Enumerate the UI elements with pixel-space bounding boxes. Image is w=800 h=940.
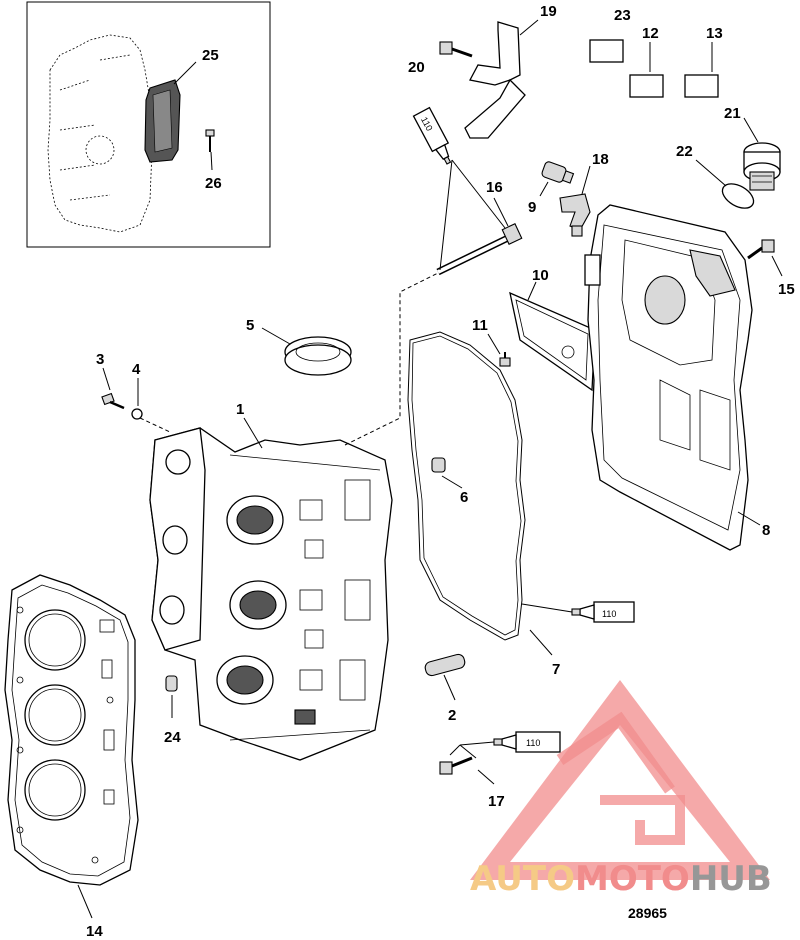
callout-14: 14 [86, 923, 103, 940]
callout-9: 9 [528, 199, 536, 216]
callout-11: 11 [472, 317, 488, 334]
sealant-tube-icon: 110 [571, 601, 635, 623]
decal-part [629, 74, 664, 98]
callout-21: 21 [724, 105, 741, 122]
head-gasket-part [4, 574, 139, 886]
plug-part [541, 161, 575, 184]
callout-12: 12 [642, 25, 659, 42]
callout-1: 1 [236, 401, 244, 418]
callout-25: 25 [202, 47, 219, 64]
callout-5: 5 [246, 317, 254, 334]
callout-26: 26 [205, 175, 222, 192]
bracket-part [464, 21, 526, 139]
callout-19: 19 [540, 3, 557, 20]
callout-24: 24 [164, 729, 181, 746]
callout-22: 22 [676, 143, 693, 160]
automotohub-logo: AUTOMOTOHUB [470, 680, 772, 899]
callout-18: 18 [592, 151, 609, 168]
callout-6: 6 [460, 489, 468, 506]
bolt-icon [205, 129, 215, 152]
bolt-icon [747, 239, 775, 260]
decal-part [684, 74, 719, 98]
bolt-icon [439, 41, 473, 58]
callout-17: 17 [488, 793, 505, 810]
svg-text:110: 110 [602, 609, 616, 619]
elbow-fitting-part [559, 193, 591, 237]
callout-15: 15 [778, 281, 795, 298]
oil-cap-part [743, 142, 781, 191]
screw-icon [499, 352, 511, 367]
cylinder-head-cover-part [584, 204, 753, 551]
seal-ring-part [284, 336, 352, 376]
long-bolt-part [436, 223, 523, 276]
callout-23: 23 [614, 7, 631, 24]
bolt-icon [101, 392, 125, 410]
washer-part [131, 408, 143, 420]
callout-20: 20 [408, 59, 425, 76]
bolt-icon [439, 756, 473, 775]
sealant-tube-icon: 110 [493, 731, 561, 753]
callout-2: 2 [448, 707, 456, 724]
callout-16: 16 [486, 179, 503, 196]
callout-3: 3 [96, 351, 104, 368]
callout-7: 7 [552, 661, 560, 678]
svg-text:AUTOMOTOHUB: AUTOMOTOHUB [470, 859, 772, 899]
reference-number: 28965 [628, 905, 667, 921]
inset-detail: 25 26 [26, 1, 271, 248]
dowel-pin-part [431, 457, 446, 473]
dowel-pin-part [424, 653, 466, 677]
dowel-pin-part [165, 675, 178, 692]
sealant-tube-icon: 110 [412, 106, 452, 165]
callout-4: 4 [132, 361, 141, 378]
callout-13: 13 [706, 25, 723, 42]
cover-gasket-part [407, 331, 526, 641]
decal-part [589, 39, 624, 63]
callout-8: 8 [762, 522, 770, 539]
cylinder-head-part [149, 427, 393, 761]
baffle-plate-part [509, 291, 596, 392]
callout-10: 10 [532, 267, 549, 284]
o-ring-part [721, 183, 755, 209]
svg-text:110: 110 [526, 738, 540, 748]
